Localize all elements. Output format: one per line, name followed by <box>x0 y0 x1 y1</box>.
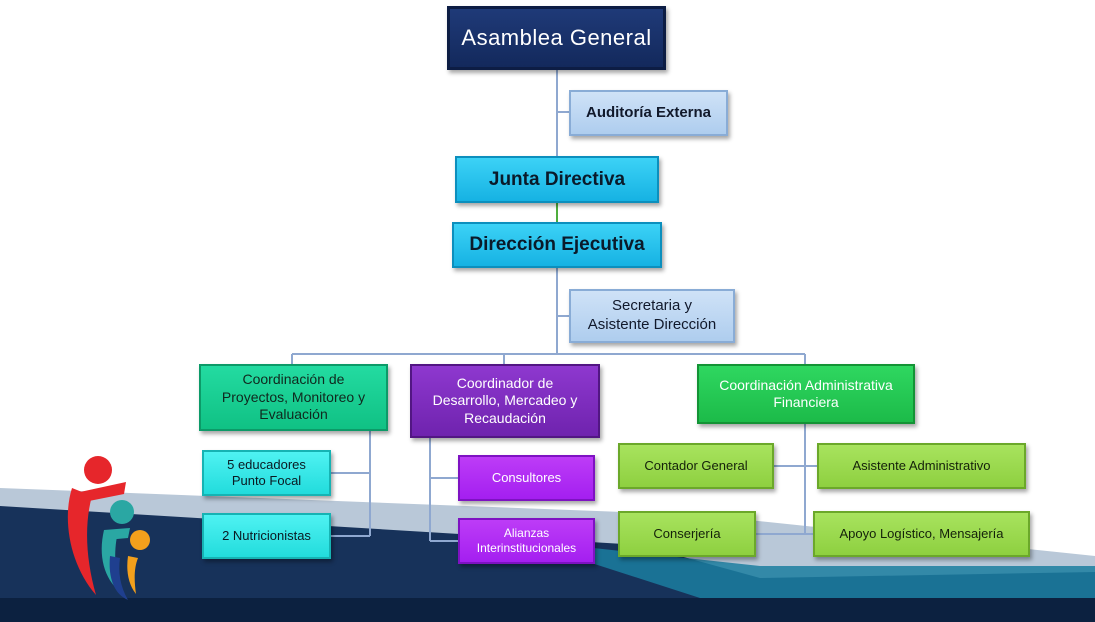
educadores-box: 5 educadores Punto Focal <box>202 450 331 496</box>
coordinacion-administrativa-label: Coordinación Administrativa Financiera <box>719 376 893 411</box>
nutricionistas-label: 2 Nutricionistas <box>222 527 311 543</box>
apoyo-logistico-label: Apoyo Logístico, Mensajería <box>839 525 1004 541</box>
alianzas-label: Alianzas Interinstitucionales <box>476 526 577 555</box>
coordinador-desarrollo-label: Coordinador de Desarrollo, Mercadeo y Re… <box>432 374 578 426</box>
educadores-label: 5 educadores Punto Focal <box>227 456 306 488</box>
secretaria-label: Secretaria y Asistente Dirección <box>587 297 717 333</box>
secretaria-box: Secretaria y Asistente Dirección <box>569 289 735 343</box>
asamblea-general-label: Asamblea General <box>461 25 652 51</box>
alianzas-box: Alianzas Interinstitucionales <box>458 518 595 564</box>
junta-directiva-box: Junta Directiva <box>455 156 659 203</box>
consultores-box: Consultores <box>458 455 595 501</box>
coordinacion-administrativa-box: Coordinación Administrativa Financiera <box>697 364 915 424</box>
consultores-label: Consultores <box>491 469 562 485</box>
footer-teal-wave <box>520 540 1095 598</box>
contador-general-label: Contador General <box>644 457 748 473</box>
coordinacion-proyectos-box: Coordinación de Proyectos, Monitoreo y E… <box>199 364 388 431</box>
footer-bar <box>0 598 1095 622</box>
asistente-administrativo-label: Asistente Administrativo <box>852 457 991 473</box>
coordinacion-proyectos-label: Coordinación de Proyectos, Monitoreo y E… <box>221 371 366 423</box>
direccion-ejecutiva-label: Dirección Ejecutiva <box>469 234 645 256</box>
asamblea-general-box: Asamblea General <box>447 6 666 70</box>
direccion-ejecutiva-box: Dirección Ejecutiva <box>452 222 662 268</box>
junta-directiva-label: Junta Directiva <box>488 168 626 190</box>
nutricionistas-box: 2 Nutricionistas <box>202 513 331 559</box>
apoyo-logistico-box: Apoyo Logístico, Mensajería <box>813 511 1030 557</box>
conserjeria-label: Conserjería <box>653 525 721 541</box>
coordinador-desarrollo-box: Coordinador de Desarrollo, Mercadeo y Re… <box>410 364 600 438</box>
conserjeria-box: Conserjería <box>618 511 756 557</box>
auditoria-externa-label: Auditoría Externa <box>585 103 712 121</box>
asistente-administrativo-box: Asistente Administrativo <box>817 443 1026 489</box>
organization-logo <box>67 456 150 600</box>
contador-general-box: Contador General <box>618 443 774 489</box>
auditoria-externa-box: Auditoría Externa <box>569 90 728 136</box>
